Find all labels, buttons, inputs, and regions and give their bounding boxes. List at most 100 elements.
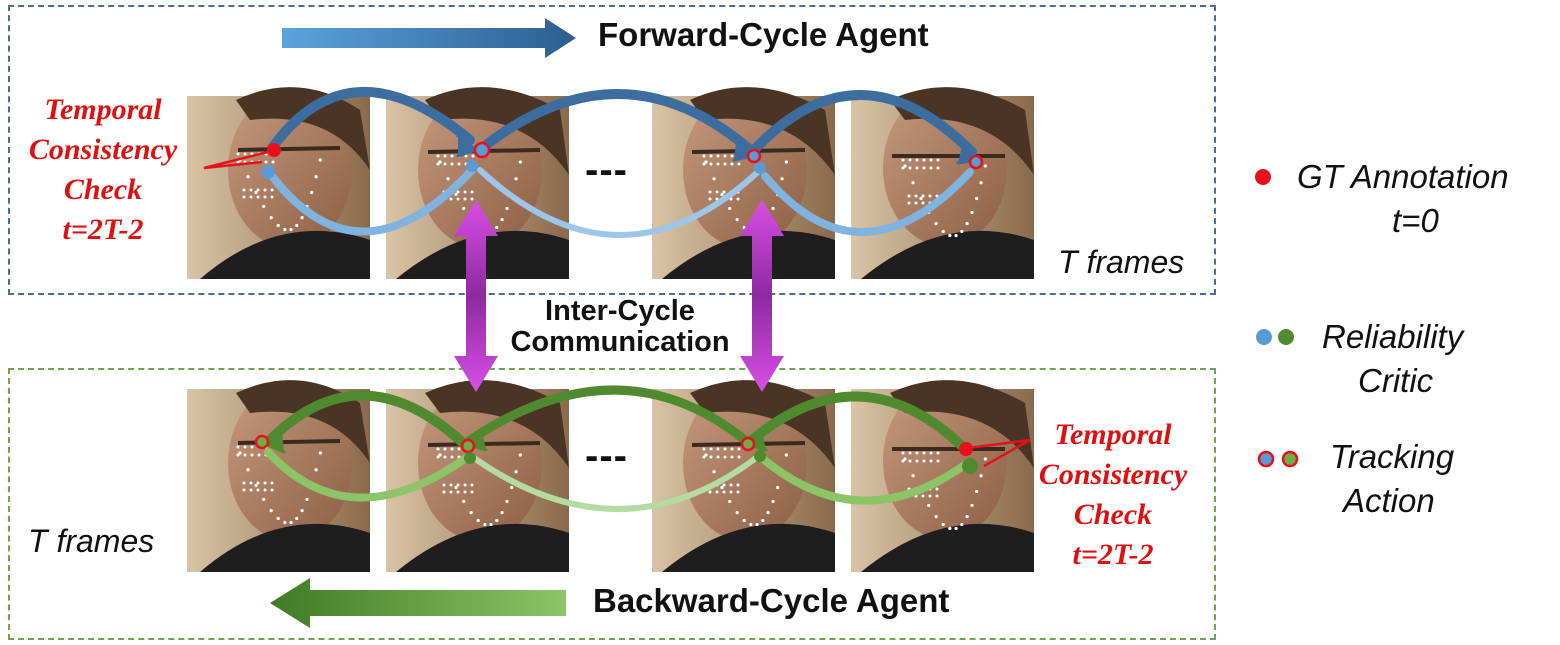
landmark-dot: [928, 194, 932, 198]
landmark-dot: [921, 201, 925, 205]
landmark-dot: [236, 445, 240, 449]
landmark-dot: [736, 197, 740, 201]
landmark-dot: [941, 229, 945, 234]
landmark-dot: [915, 451, 919, 455]
critic-point: [754, 450, 766, 462]
landmark-dot: [712, 177, 716, 181]
landmark-dot: [780, 177, 784, 181]
landmark-dot: [915, 166, 919, 170]
landmark-dot: [250, 445, 254, 449]
landmark-dot: [314, 468, 318, 472]
landmark-dot: [965, 515, 969, 519]
landmark-dot: [269, 216, 273, 220]
backward-frames: [187, 380, 1034, 572]
critic-point: [464, 452, 476, 464]
landmark-dot: [471, 154, 475, 158]
legend-critic-label-1: Reliability: [1322, 318, 1464, 355]
legend-action-green-dot: [1281, 450, 1299, 468]
landmark-dot: [489, 522, 493, 527]
forward-temporal-consistency-check: Temporal Consistency Check t=2T-2: [8, 90, 198, 250]
landmark-dot: [449, 490, 453, 494]
landmark-dot: [915, 158, 919, 162]
landmark-dot: [723, 455, 727, 459]
landmark-dot: [438, 453, 442, 457]
forward-frames: [187, 87, 1034, 279]
landmark-dot: [948, 526, 952, 531]
landmark-dot: [922, 459, 926, 463]
landmark-dot: [702, 455, 706, 459]
landmark-dot: [236, 453, 240, 457]
gt-annotation-point: [267, 143, 281, 157]
landmark-dot: [242, 481, 246, 485]
forward-cycle-title: Forward-Cycle Agent: [598, 16, 929, 53]
landmark-dot: [903, 457, 907, 461]
landmark-dot: [518, 160, 522, 164]
landmark-dot: [270, 188, 274, 192]
landmark-dot: [470, 483, 474, 487]
landmark-dot: [784, 453, 788, 457]
tcc-line-1: Temporal: [44, 93, 162, 126]
tracking-point: [254, 434, 270, 450]
landmark-dot: [262, 497, 266, 502]
backward-points: [254, 434, 978, 474]
landmark-dot: [495, 225, 499, 230]
backward-frames-ellipsis: ---: [585, 434, 628, 478]
landmark-dot: [283, 520, 287, 525]
landmark-dot: [771, 499, 775, 504]
landmark-dot: [720, 485, 724, 490]
landmark-dot: [450, 447, 454, 451]
landmark-dot: [476, 518, 480, 523]
backward-frames-label: T frames: [28, 523, 155, 559]
legend-action-blue-dot: [1257, 450, 1275, 468]
inter-cycle-arrows: [454, 200, 784, 392]
landmark-dot: [470, 490, 474, 494]
tcc-line-1: Temporal: [1054, 418, 1172, 451]
landmark-dot: [737, 455, 741, 459]
landmark-dot: [457, 162, 461, 166]
landmark-dot: [454, 192, 458, 197]
landmark-dot: [723, 162, 727, 166]
landmark-dot: [483, 522, 487, 527]
gt-annotation-point: [959, 442, 973, 456]
landmark-dot: [249, 488, 253, 492]
legend-critic-blue-dot: [1256, 329, 1272, 345]
landmark-dot: [776, 485, 780, 490]
landmark-dot: [243, 453, 247, 457]
landmark-dot: [728, 499, 732, 504]
landmark-dot: [450, 455, 454, 459]
tracking-point: [968, 154, 984, 170]
legend-markers: [1255, 169, 1299, 468]
landmark-dot: [295, 223, 299, 228]
landmark-dot: [436, 154, 440, 158]
landmark-dot: [901, 158, 905, 162]
landmark-dot: [242, 195, 246, 199]
landmark-dot: [730, 154, 734, 158]
landmark-dot: [911, 474, 915, 478]
landmark-dot: [903, 164, 907, 168]
landmark-dot: [442, 490, 446, 494]
landmark-dot: [975, 196, 979, 201]
tcc-line-3: Check: [63, 173, 143, 206]
landmark-dot: [270, 195, 274, 199]
landmark-dot: [449, 197, 453, 201]
landmark-dot: [784, 160, 788, 164]
landmark-dot: [456, 197, 460, 201]
landmark-dot: [723, 447, 727, 451]
landmark-dot: [737, 162, 741, 166]
backward-tracking-arrows: [263, 385, 967, 454]
landmark-dot: [722, 483, 726, 487]
landmark-dot: [927, 503, 931, 508]
landmark-dot: [462, 499, 466, 504]
landmark-dot: [310, 190, 314, 195]
backward-critic-arrows: [264, 448, 970, 512]
landmark-dot: [243, 152, 247, 156]
backward-temporal-consistency-check: Temporal Consistency Check t=2T-2: [1018, 415, 1208, 575]
landmark-dot: [469, 511, 473, 515]
landmark-dot: [236, 152, 240, 156]
landmark-dot: [954, 233, 958, 238]
landmark-dot: [921, 494, 925, 498]
legend-critic-label-2: Critic: [1358, 362, 1434, 399]
landmark-dot: [901, 459, 905, 463]
landmark-dot: [450, 154, 454, 158]
landmark-dot: [730, 455, 734, 459]
